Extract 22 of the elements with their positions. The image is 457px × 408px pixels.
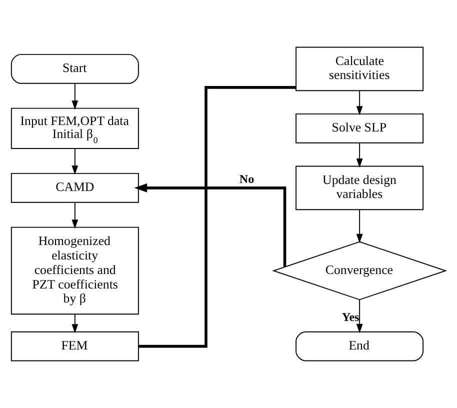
edge-label: No	[239, 172, 254, 186]
arrow	[356, 209, 363, 244]
arrow	[356, 299, 363, 334]
arrow	[72, 148, 78, 175]
node-box: Update design variables	[296, 166, 424, 210]
connector	[138, 86, 296, 348]
node-box: CAMD	[10, 172, 139, 203]
edge-label: Yes	[342, 310, 360, 324]
arrow	[72, 202, 78, 229]
arrow	[72, 83, 78, 110]
node-box: Start	[10, 54, 139, 84]
arrow	[134, 183, 286, 267]
node-box: Calculate sensitivities	[296, 46, 424, 92]
arrow	[72, 314, 78, 334]
arrow	[356, 142, 363, 168]
node-box: End	[296, 331, 424, 362]
node-diamond: Convergence	[272, 241, 448, 300]
node-box: Input FEM,OPT data Initial β$_{0}$	[10, 108, 139, 149]
node-box: Homogenized elasticity coefficients and PZT coefficients by β	[10, 226, 139, 315]
node-box: FEM	[10, 331, 139, 362]
node-box: Solve SLP	[296, 113, 424, 144]
arrow	[356, 90, 363, 116]
